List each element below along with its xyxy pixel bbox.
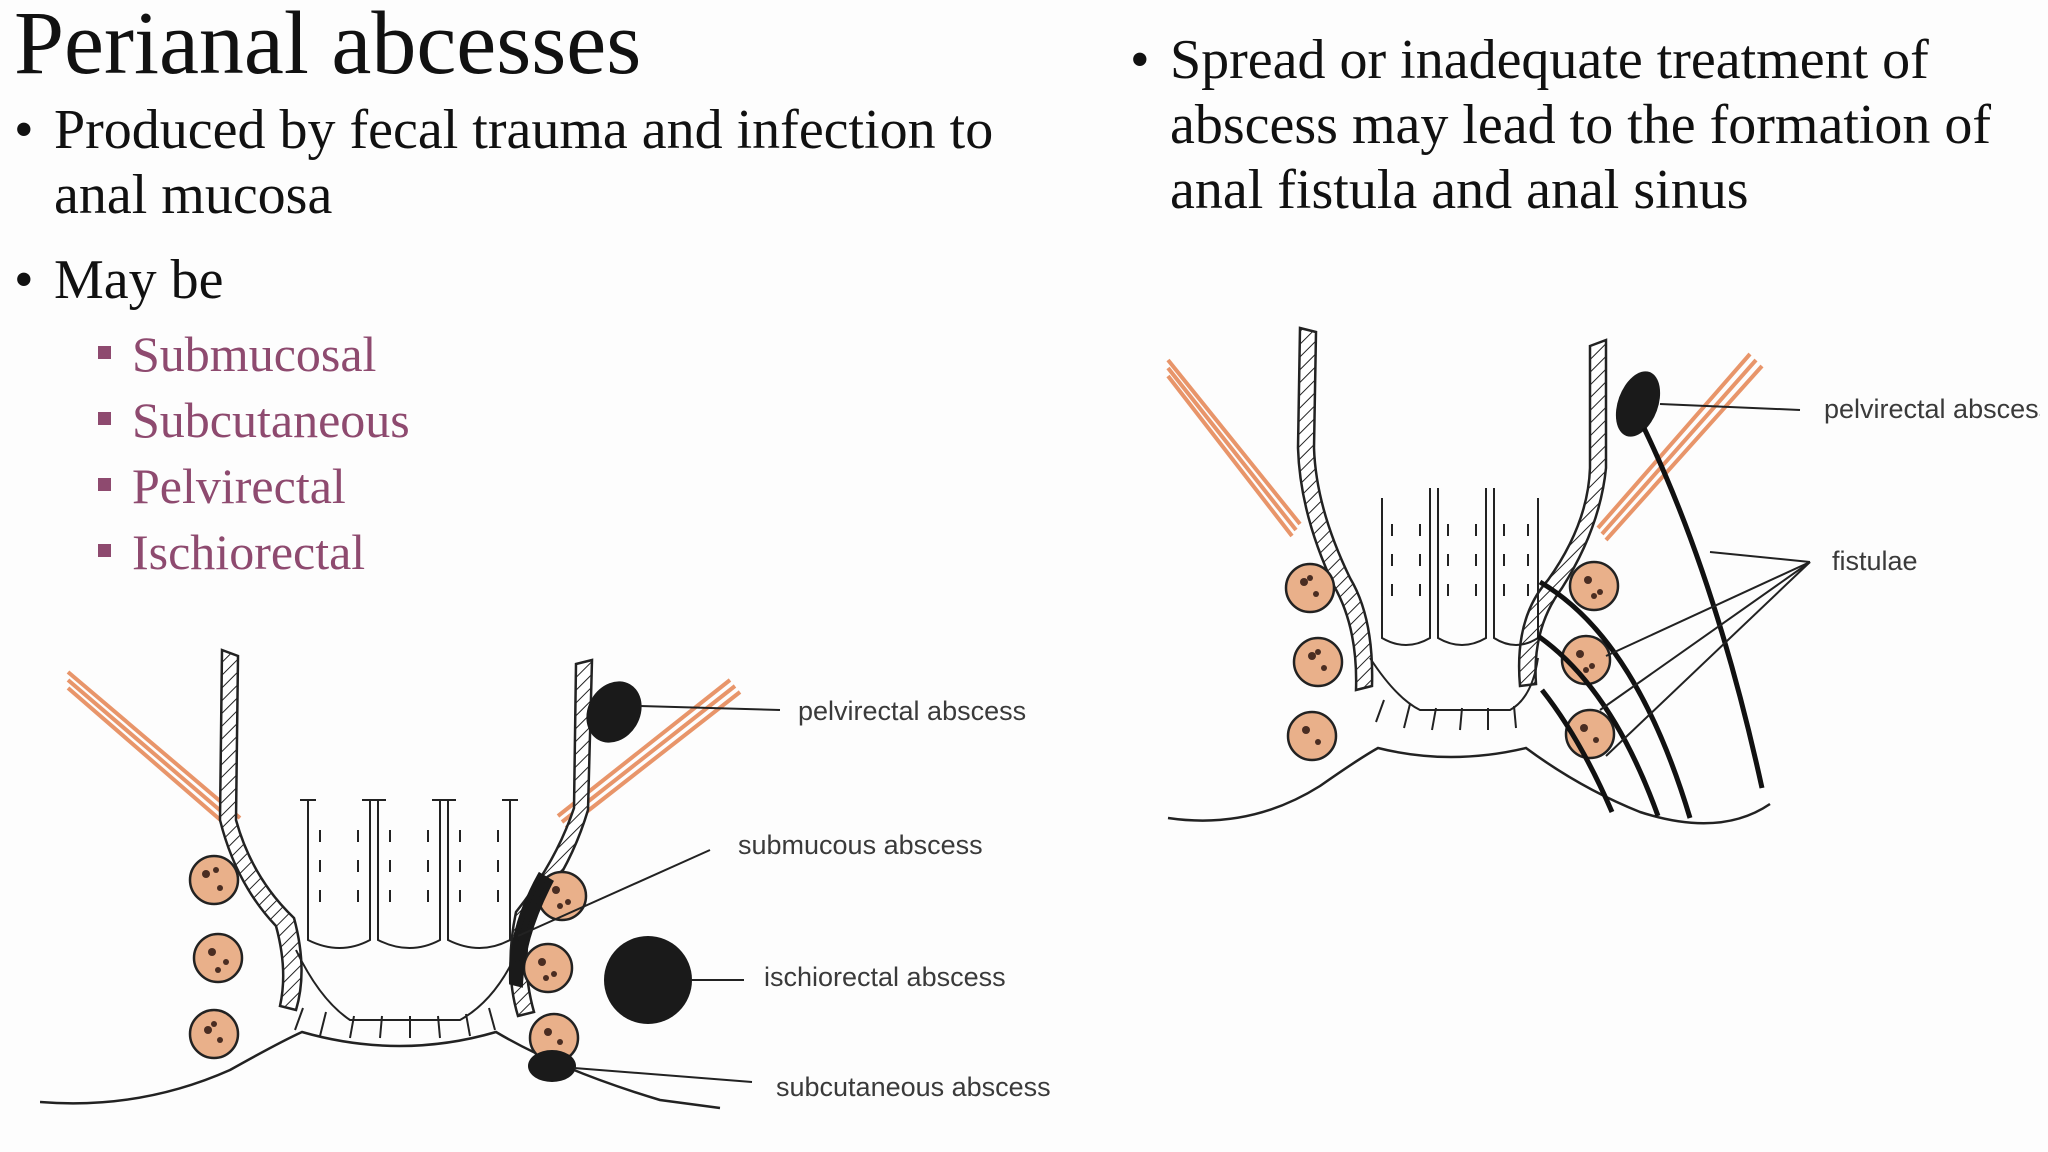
perianal-abscess-diagram: pelvirectal abscess submucous abscess is…	[40, 648, 1051, 1110]
levator-muscle-right	[1596, 352, 1764, 542]
label-pelvirectal-abscess: pelvirectal abscess	[798, 696, 1026, 726]
abscess-type-list: Submucosal Subcutaneous Pelvirectal Isch…	[12, 321, 1092, 585]
label-ischiorectal-abscess: ischiorectal abscess	[764, 962, 1006, 992]
label-submucous-abscess: submucous abscess	[738, 830, 983, 860]
square-bullet-icon	[98, 544, 111, 557]
bullet-dot: •	[14, 249, 34, 311]
rectal-wall-left	[1296, 326, 1374, 692]
bullet-dot: •	[14, 99, 34, 161]
skin-surface	[1167, 746, 1771, 825]
label-leaders	[1599, 403, 1811, 757]
anal-fistula-diagram: pelvirectal abscess fistulae	[1166, 326, 2040, 825]
subcutaneous-abscess-mark	[528, 1050, 576, 1082]
levator-muscle-left	[1166, 358, 1302, 538]
sub-item-subcutaneous: Subcutaneous	[12, 387, 1092, 453]
slide-title: Perianal abcesses	[14, 0, 642, 93]
rectal-wall-left	[218, 648, 303, 1012]
bullet-text: Spread or inadequate treatment of absces…	[1170, 29, 1992, 221]
label-pelvirectal-abscess: pelvirectal abscess	[1824, 394, 2040, 424]
label-subcutaneous-abscess: subcutaneous abscess	[776, 1072, 1051, 1102]
sphincter-texture	[1300, 575, 1603, 745]
sub-item-label: Submucosal	[132, 326, 377, 382]
label-fistulae: fistulae	[1832, 546, 1918, 576]
submucous-abscess-mark	[508, 871, 554, 988]
square-bullet-icon	[98, 346, 111, 359]
rectal-wall-right	[1517, 338, 1608, 688]
external-sphincter-left	[1284, 562, 1344, 762]
square-bullet-icon	[98, 412, 111, 425]
pelvirectal-abscess-mark	[1615, 371, 1661, 437]
skin-surface	[40, 1030, 721, 1110]
levator-muscle-left	[66, 670, 242, 832]
sub-item-label: Subcutaneous	[132, 392, 410, 448]
sub-item-ischiorectal: Ischiorectal	[12, 519, 1092, 585]
anal-columns	[1381, 488, 1539, 646]
anal-columns	[300, 799, 518, 949]
bullet-item: • Produced by fecal trauma and infection…	[12, 98, 1092, 228]
fistula-tracts	[1536, 426, 1765, 819]
external-sphincter-right	[1560, 560, 1620, 760]
anal-canal-floor	[1369, 657, 1539, 731]
sub-item-label: Ischiorectal	[132, 524, 366, 580]
bullet-dot: •	[1130, 29, 1150, 91]
right-text-column: • Spread or inadequate treatment of absc…	[1128, 28, 2008, 223]
left-text-column: • Produced by fecal trauma and infection…	[12, 98, 1092, 585]
sub-item-submucosal: Submucosal	[12, 321, 1092, 387]
label-leaders	[517, 705, 781, 1083]
sub-item-pelvirectal: Pelvirectal	[12, 453, 1092, 519]
bullet-item: • May be	[12, 248, 1092, 313]
bullet-text: May be	[54, 249, 224, 311]
ischiorectal-abscess-mark	[604, 936, 692, 1024]
pelvirectal-abscess-mark	[586, 681, 642, 743]
anal-canal-floor	[294, 949, 519, 1039]
sub-item-label: Pelvirectal	[132, 458, 346, 514]
external-sphincter-left	[188, 854, 244, 1060]
bullet-text: Produced by fecal trauma and infection t…	[54, 99, 994, 226]
square-bullet-icon	[98, 478, 111, 491]
bullet-item: • Spread or inadequate treatment of absc…	[1128, 28, 2008, 223]
sphincter-texture	[202, 867, 571, 1045]
